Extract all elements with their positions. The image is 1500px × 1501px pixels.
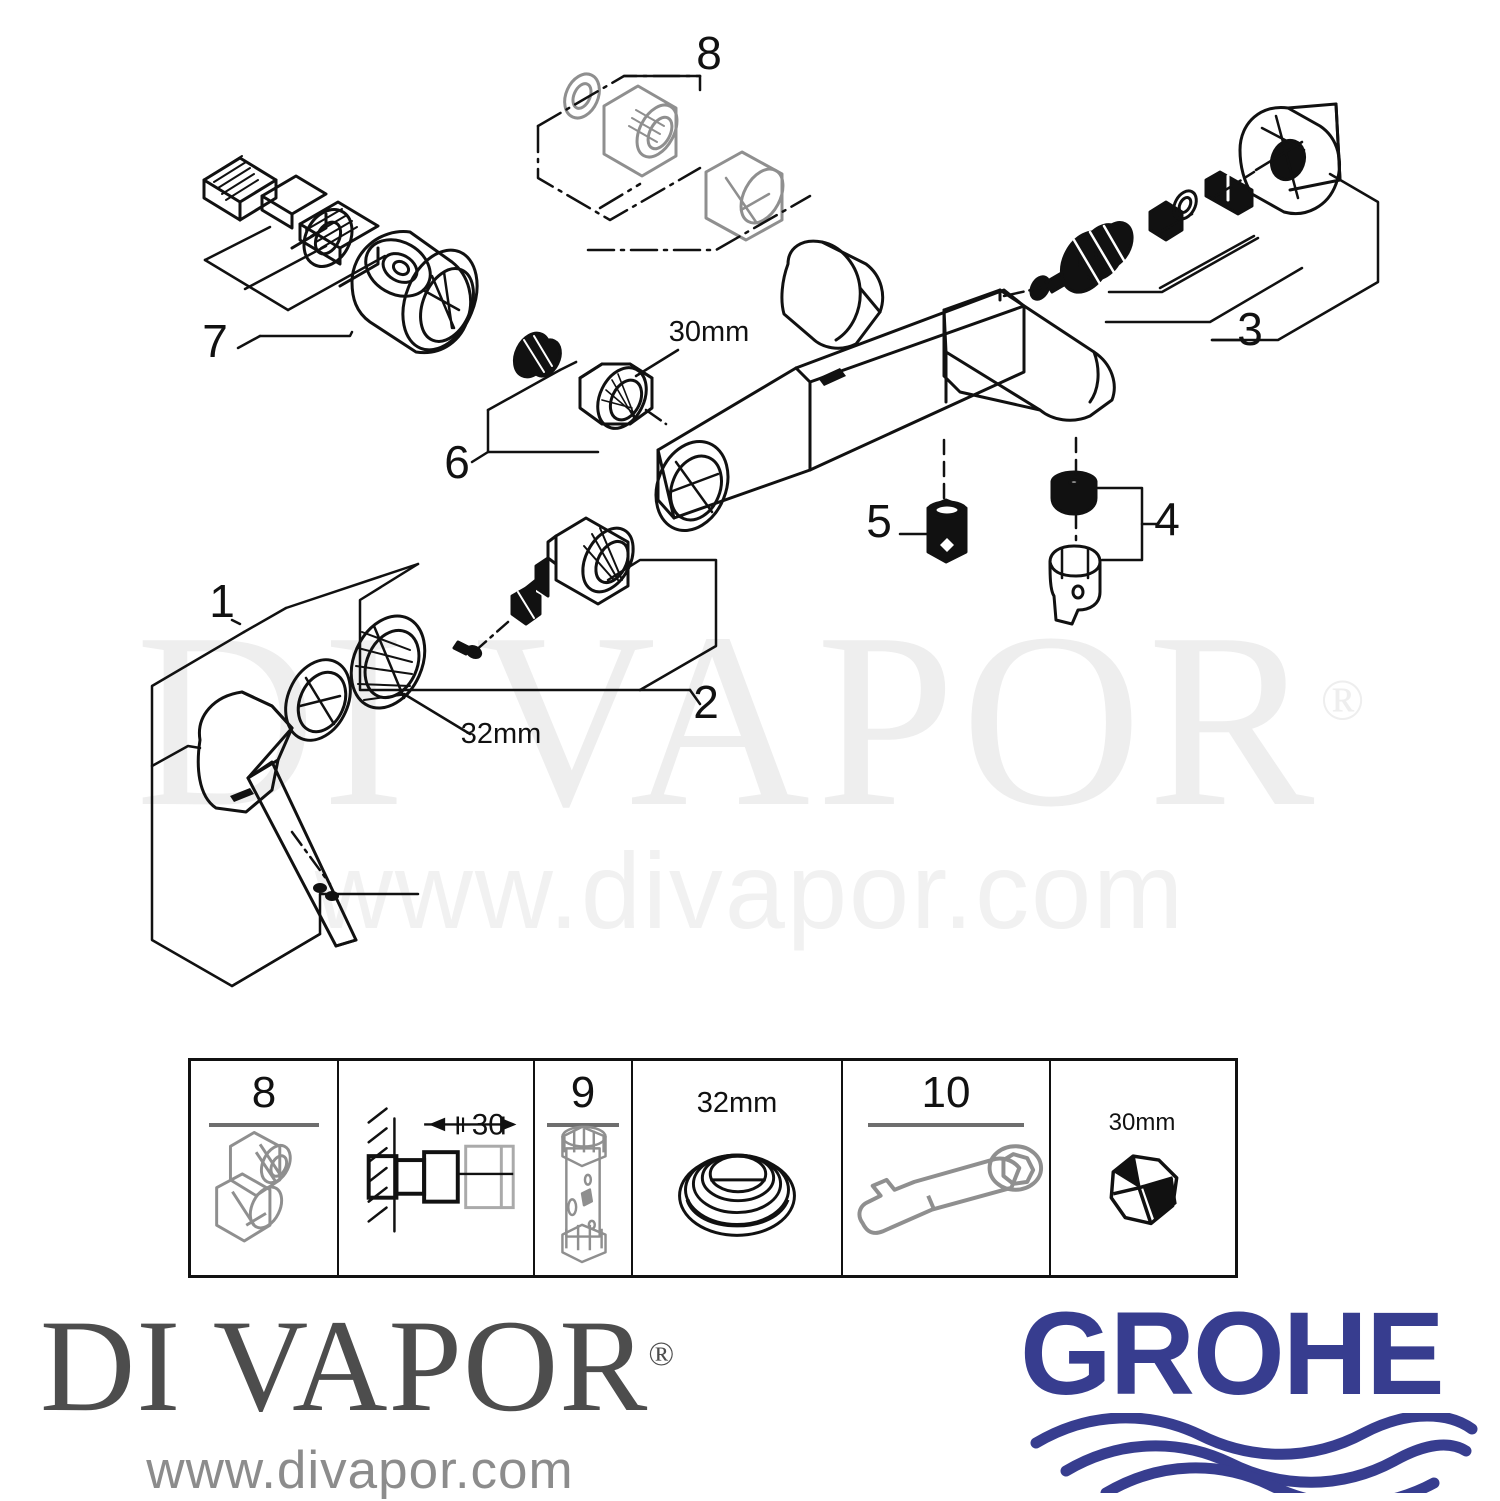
dimension-32mm-leader <box>402 692 472 736</box>
divapor-registered-icon: ® <box>648 1336 675 1373</box>
legend-number-8: 8 <box>251 1068 277 1117</box>
hex-nut-30mm-icon <box>1109 1154 1179 1226</box>
legend-cell-9: 9 <box>535 1061 633 1275</box>
legend-cell-32mm: 32mm <box>633 1061 843 1275</box>
legend-table: 8 <box>188 1058 1238 1278</box>
part-5-sleeve <box>926 498 968 564</box>
dimension-label-32mm: 32mm <box>461 718 542 750</box>
callout-8-leaders <box>536 74 812 252</box>
exploded-parts-illustration: 1 2 3 4 5 6 7 8 30mm 32mm <box>150 27 1380 988</box>
callout-1-leaders <box>150 562 420 988</box>
callout-3-leaders <box>1002 170 1380 342</box>
callout-number-7: 7 <box>202 315 228 367</box>
part-4-clamp <box>1048 544 1102 626</box>
part-7-eccentric-connector <box>202 155 432 298</box>
callout-number-1: 1 <box>209 575 235 627</box>
divapor-logo: DI VAPOR® www.divapor.com <box>40 1300 760 1501</box>
dimension-30mm-leader <box>634 348 680 378</box>
part-1-rings <box>284 614 427 742</box>
callout-7-leaders <box>203 225 387 350</box>
aerator-sleeve-pair-icon <box>215 1131 292 1243</box>
callout-number-group: 1 2 3 4 5 6 7 8 <box>202 27 1263 728</box>
callout-number-3: 3 <box>1237 303 1263 355</box>
grohe-waves-icon <box>1030 1410 1478 1501</box>
grohe-logo: GROHE <box>1020 1288 1490 1501</box>
spanner-wrench-icon <box>857 1144 1044 1235</box>
legend-rule-8 <box>208 1123 320 1127</box>
legend-cell-30mm: 30mm <box>1051 1061 1233 1275</box>
part-7-washer <box>302 208 354 268</box>
divapor-wordmark: DI VAPOR® <box>40 1300 760 1432</box>
callout-number-5: 5 <box>866 495 892 547</box>
callout-4-leaders <box>1074 436 1160 562</box>
divapor-wordmark-text: DI VAPOR <box>40 1292 649 1439</box>
legend-dimension-30mm: 30mm <box>1108 1109 1176 1136</box>
legend-rule-10 <box>867 1123 1025 1127</box>
legend-cell-8: 8 <box>191 1061 339 1275</box>
part-6-union-nut <box>512 331 654 430</box>
callout-number-2: 2 <box>693 676 719 728</box>
legend-rule-9 <box>546 1123 620 1127</box>
legend-number-9: 9 <box>570 1068 596 1117</box>
legend-cell-10: 10 <box>843 1061 1051 1275</box>
part-1-lever-handle <box>196 690 358 948</box>
part-4-cap <box>1050 470 1098 516</box>
cap-ring-32mm-icon <box>678 1153 796 1237</box>
svg-text:+30: +30 <box>454 1108 504 1141</box>
legend-dimension-32mm: 32mm <box>696 1087 778 1119</box>
part-3-cap <box>1238 102 1342 215</box>
callout-number-6: 6 <box>444 436 470 488</box>
part-7-escutcheon <box>350 230 479 355</box>
divapor-url: www.divapor.com <box>146 1441 574 1500</box>
callout-number-8: 8 <box>696 27 722 79</box>
extension-sleeve-icon <box>561 1125 607 1264</box>
legend-cell-plus30: +30 <box>339 1061 535 1275</box>
wall-extension-dimension-icon: +30 <box>366 1107 517 1233</box>
callout-5-leaders <box>898 438 946 536</box>
faucet-body <box>654 239 1116 533</box>
dimension-label-group: 30mm 32mm <box>461 316 750 750</box>
callout-number-4: 4 <box>1154 493 1180 545</box>
part-2-cartridge <box>452 516 635 660</box>
part-8-aerator <box>563 72 785 242</box>
callout-8-bracket <box>622 74 702 92</box>
grohe-wordmark: GROHE <box>1020 1288 1445 1420</box>
legend-number-10: 10 <box>921 1068 971 1117</box>
dimension-label-30mm: 30mm <box>669 316 750 348</box>
callout-6-leaders <box>470 358 668 464</box>
part-3-cartridge <box>1029 102 1342 301</box>
